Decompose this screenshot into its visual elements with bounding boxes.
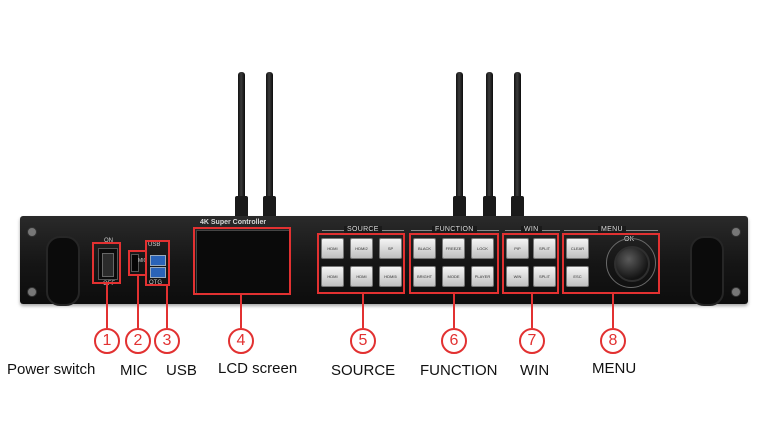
power-on-label: ON (104, 238, 113, 244)
function-button[interactable]: MODE (442, 266, 465, 287)
right-rack-handle (690, 236, 724, 306)
source-button[interactable]: HDMI (321, 266, 344, 287)
callout-number-7: 7 (519, 328, 545, 354)
menu-rotary-knob[interactable] (614, 246, 650, 282)
lcd-title: 4K Super Controller (200, 219, 267, 226)
callout-number-8: 8 (600, 328, 626, 354)
source-button[interactable]: HDMI2 (350, 238, 373, 259)
usb-port[interactable] (150, 255, 166, 266)
function-button[interactable]: PLAYER (471, 266, 494, 287)
callout-label-2: MIC (120, 362, 148, 379)
lcd-highlight (193, 227, 291, 295)
callout-line-4 (240, 295, 242, 328)
function-highlight (409, 233, 499, 294)
left-rack-handle (46, 236, 80, 306)
screw-icon (731, 227, 741, 237)
callout-label-5: SOURCE (331, 362, 396, 379)
function-button[interactable]: BRIGHT (413, 266, 436, 287)
function-title: FUNCTION (432, 226, 477, 233)
source-button[interactable]: HDMI5 (379, 266, 402, 287)
source-button[interactable]: HDMI (350, 266, 373, 287)
callout-number-2: 2 (125, 328, 151, 354)
screw-icon (731, 287, 741, 297)
power-switch-highlight (92, 242, 121, 284)
knob-ring (606, 238, 656, 288)
callout-number-5: 5 (350, 328, 376, 354)
screw-icon (27, 287, 37, 297)
source-button[interactable]: HDMI (321, 238, 344, 259)
otg-label: OTG (149, 280, 162, 286)
callout-line-7 (531, 294, 533, 328)
callout-line-5 (362, 294, 364, 328)
source-highlight (317, 233, 405, 294)
callout-line-6 (453, 294, 455, 328)
power-switch[interactable] (98, 248, 118, 280)
usb-highlight (145, 240, 170, 286)
mic-port-label: MIC (138, 258, 148, 264)
callout-label-4: LCD screen (218, 360, 298, 377)
callout-line-8 (612, 294, 614, 328)
callout-label-1: Power switch (7, 361, 96, 378)
win-title: WIN (521, 226, 542, 233)
callout-line-2 (137, 276, 139, 328)
mic-port[interactable] (131, 254, 139, 272)
callout-number-4: 4 (228, 328, 254, 354)
menu-esc-button[interactable]: ESC (566, 266, 589, 287)
callout-line-1 (106, 284, 108, 328)
otg-port[interactable] (150, 267, 166, 278)
win-highlight (502, 233, 559, 294)
callout-label-8: MENU (592, 360, 637, 377)
win-button[interactable]: PIP (506, 238, 529, 259)
function-button[interactable]: FREEZE (442, 238, 465, 259)
win-button[interactable]: WIN (506, 266, 529, 287)
win-button[interactable]: SPLIT (533, 238, 556, 259)
function-button[interactable]: BLACK (413, 238, 436, 259)
function-button[interactable]: LOCK (471, 238, 494, 259)
callout-number-6: 6 (441, 328, 467, 354)
usb-label: USB (148, 242, 161, 248)
menu-title: MENU (598, 226, 626, 233)
callout-label-3: USB (166, 362, 197, 379)
callout-label-7: WIN (520, 362, 550, 379)
power-rocker-icon (102, 253, 114, 277)
power-off-label: OFF (103, 281, 115, 287)
menu-highlight (562, 233, 660, 294)
win-button[interactable]: SPLIT (533, 266, 556, 287)
screw-icon (27, 227, 37, 237)
callout-label-6: FUNCTION (420, 362, 498, 379)
source-button[interactable]: SP (379, 238, 402, 259)
callout-line-3 (166, 286, 168, 328)
source-title: SOURCE (344, 226, 382, 233)
callout-number-1: 1 (94, 328, 120, 354)
callout-number-3: 3 (154, 328, 180, 354)
menu-clear-button[interactable]: CLEAR (566, 238, 589, 259)
